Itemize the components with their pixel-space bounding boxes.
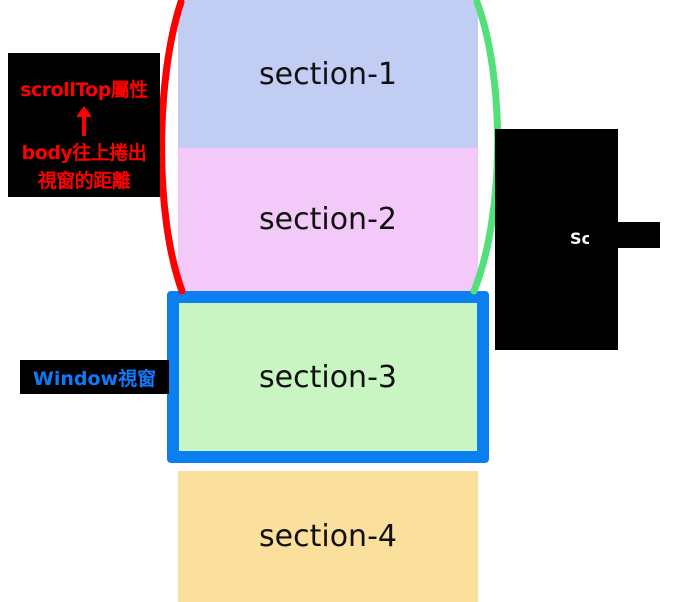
scrolltop-callout: scrollTop屬性 body往上捲出 視窗的距離 xyxy=(8,53,160,197)
section-1-block: section-1 xyxy=(178,0,478,148)
up-arrow-icon xyxy=(8,106,160,136)
scrolltop-desc-line-1: body往上捲出 xyxy=(21,142,147,164)
section-1-label: section-1 xyxy=(259,56,397,92)
section-4-block: section-4 xyxy=(178,471,478,602)
section-2-block: section-2 xyxy=(178,148,478,291)
window-callout: Window視窗 xyxy=(20,360,169,394)
section-2-label: section-2 xyxy=(259,202,397,237)
section-3-label: section-3 xyxy=(259,359,397,395)
section-3-block: section-3 xyxy=(179,303,477,451)
section-4-label: section-4 xyxy=(259,519,397,554)
right-callout-redaction xyxy=(589,222,660,248)
scrolltop-desc-line-2: 視窗的距離 xyxy=(37,170,131,192)
window-callout-label: Window視窗 xyxy=(32,367,157,390)
right-callout-label: Sc xyxy=(570,229,592,248)
scrolltop-title: scrollTop屬性 xyxy=(20,79,148,101)
